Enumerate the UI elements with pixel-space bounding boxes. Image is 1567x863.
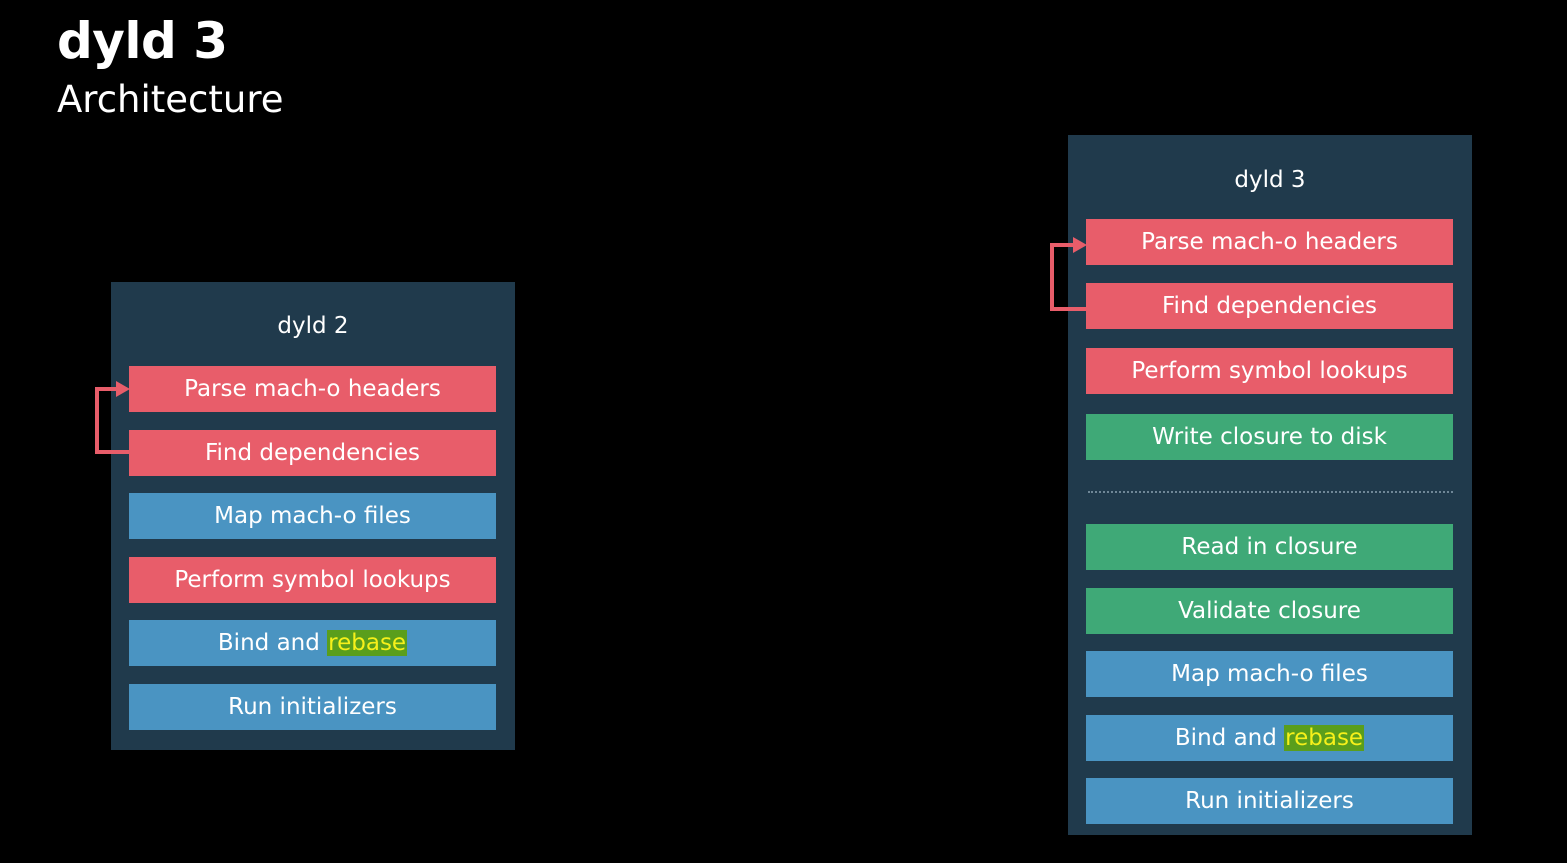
dyld3-step-symbol-lookups: Perform symbol lookups	[1086, 348, 1453, 394]
dyld3-panel-title: dyld 3	[1234, 167, 1306, 193]
dyld2-step-bind-rebase: Bind and rebase	[129, 620, 496, 666]
dyld3-step-read-closure: Read in closure	[1086, 524, 1453, 570]
dyld3-step-find-dependencies: Find dependencies	[1086, 283, 1453, 329]
dyld3-step-parse-headers: Parse mach-o headers	[1086, 219, 1453, 265]
dyld2-loop-arrow	[95, 381, 130, 454]
dyld3-step-bind-rebase: Bind and rebase	[1086, 715, 1453, 761]
bind-label: Bind and	[1174, 725, 1285, 751]
dyld2-panel: dyld 2 Parse mach-o headers Find depende…	[111, 282, 515, 750]
dyld3-loop-arrow	[1050, 237, 1087, 311]
dyld3-step-validate-closure: Validate closure	[1086, 588, 1453, 634]
dyld2-step-find-dependencies: Find dependencies	[129, 430, 496, 476]
dyld3-step-run-initializers: Run initializers	[1086, 778, 1453, 824]
slide-subtitle: Architecture	[57, 78, 284, 121]
dyld2-panel-title: dyld 2	[277, 313, 349, 339]
dyld2-step-run-initializers: Run initializers	[129, 684, 496, 730]
dyld3-step-map-files: Map mach-o files	[1086, 651, 1453, 697]
dyld2-step-symbol-lookups: Perform symbol lookups	[129, 557, 496, 603]
dyld3-panel: dyld 3 Parse mach-o headers Find depende…	[1068, 135, 1472, 835]
rebase-highlight: rebase	[1284, 725, 1365, 751]
dyld2-step-map-files: Map mach-o files	[129, 493, 496, 539]
dyld2-step-parse-headers: Parse mach-o headers	[129, 366, 496, 412]
process-divider	[1088, 491, 1453, 493]
slide-title: dyld 3	[57, 12, 228, 70]
bind-label: Bind and	[217, 630, 328, 656]
rebase-highlight: rebase	[327, 630, 408, 656]
dyld3-step-write-closure: Write closure to disk	[1086, 414, 1453, 460]
